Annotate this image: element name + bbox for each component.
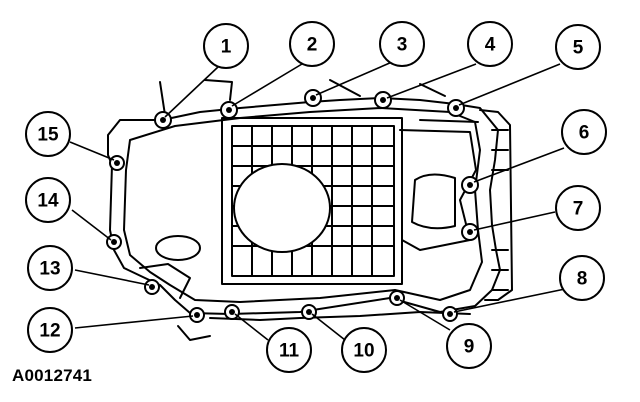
callout-circle-5 bbox=[555, 24, 601, 70]
figure-id-label: A0012741 bbox=[12, 366, 93, 385]
callout-circle-3 bbox=[379, 21, 425, 67]
callout-circle-9 bbox=[446, 323, 492, 369]
callout-circle-11 bbox=[266, 327, 312, 373]
callout-circle-12 bbox=[27, 307, 73, 353]
callout-label-8: 8 bbox=[577, 269, 588, 290]
pan-flange bbox=[123, 107, 483, 303]
callout-label-6: 6 bbox=[579, 123, 590, 144]
callout-label-11: 11 bbox=[279, 341, 300, 362]
callout-circle-2 bbox=[289, 21, 335, 67]
callout-circle-10 bbox=[341, 327, 387, 373]
callout-circle-14 bbox=[25, 177, 71, 223]
callout-label-15: 15 bbox=[37, 125, 59, 146]
callout-label-3: 3 bbox=[397, 35, 408, 56]
callout-label-4: 4 bbox=[485, 35, 496, 56]
callout-label-14: 14 bbox=[37, 191, 59, 212]
callout-circle-6 bbox=[561, 109, 607, 155]
lattice-body bbox=[221, 117, 403, 285]
callout-circle-8 bbox=[559, 255, 605, 301]
callout-label-5: 5 bbox=[573, 38, 584, 59]
callout-label-9: 9 bbox=[464, 337, 475, 358]
callout-label-12: 12 bbox=[39, 321, 60, 342]
callout-label-7: 7 bbox=[573, 199, 584, 220]
callout-label-1: 1 bbox=[221, 37, 232, 58]
callout-label-13: 13 bbox=[39, 259, 60, 280]
callout-label-10: 10 bbox=[353, 341, 374, 362]
callout-circle-15 bbox=[25, 111, 71, 157]
callout-label-2: 2 bbox=[307, 35, 318, 56]
callout-circle-4 bbox=[467, 21, 513, 67]
callout-circle-1 bbox=[203, 23, 249, 69]
callout-circle-7 bbox=[555, 185, 601, 231]
callout-circle-13 bbox=[27, 245, 73, 291]
center-opening bbox=[233, 163, 331, 253]
